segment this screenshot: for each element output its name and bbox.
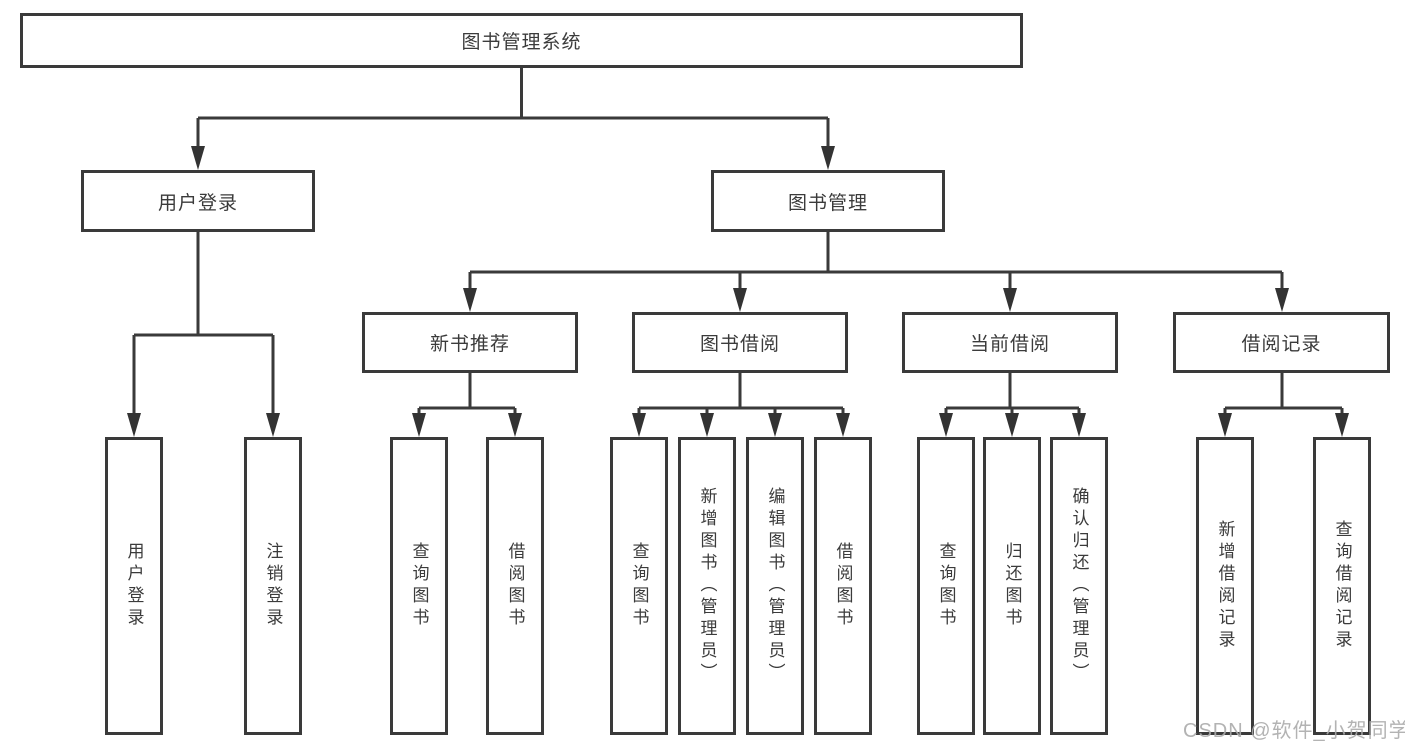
leaf-label: 查询借阅记录	[1332, 520, 1352, 652]
node-new-book-recommend: 新书推荐	[362, 312, 578, 373]
arrowhead-icon	[939, 413, 953, 437]
leaf-label: 新增借阅记录	[1215, 520, 1235, 652]
leaf-label: 借阅图书	[505, 542, 525, 630]
leaf-recommend-borrow-books: 借阅图书	[486, 437, 544, 735]
leaf-logout: 注销登录	[244, 437, 302, 735]
leaf-current-confirm-return-admin: 确认归还（管理员）	[1050, 437, 1108, 735]
arrowhead-icon	[733, 288, 747, 312]
leaf-borrowing-add-books-admin: 新增图书（管理员）	[678, 437, 736, 735]
leaf-label: 注销登录	[263, 542, 283, 630]
node-book-management: 图书管理	[711, 170, 945, 232]
leaf-label: 查询图书	[629, 542, 649, 630]
leaf-label: 查询图书	[409, 542, 429, 630]
arrowhead-icon	[266, 413, 280, 437]
arrowhead-icon	[632, 413, 646, 437]
arrowhead-icon	[1005, 413, 1019, 437]
leaf-label: 确认归还（管理员）	[1069, 487, 1089, 685]
arrowhead-icon	[1218, 413, 1232, 437]
leaf-borrowing-borrow-books: 借阅图书	[814, 437, 872, 735]
leaf-borrowing-edit-books-admin: 编辑图书（管理员）	[746, 437, 804, 735]
arrowhead-icon	[768, 413, 782, 437]
arrowhead-icon	[836, 413, 850, 437]
leaf-borrowing-query-books: 查询图书	[610, 437, 668, 735]
node-borrowing-records: 借阅记录	[1173, 312, 1390, 373]
node-root: 图书管理系统	[20, 13, 1023, 68]
arrowhead-icon	[1003, 288, 1017, 312]
leaf-label: 编辑图书（管理员）	[765, 487, 785, 685]
leaf-label: 用户登录	[124, 542, 144, 630]
arrowhead-icon	[1335, 413, 1349, 437]
leaf-label: 查询图书	[936, 542, 956, 630]
arrowhead-icon	[1072, 413, 1086, 437]
node-book-borrowing: 图书借阅	[632, 312, 848, 373]
leaf-records-add-record: 新增借阅记录	[1196, 437, 1254, 735]
leaf-recommend-query-books: 查询图书	[390, 437, 448, 735]
arrowhead-icon	[127, 413, 141, 437]
arrowhead-icon	[1275, 288, 1289, 312]
arrowhead-icon	[700, 413, 714, 437]
leaf-current-return-books: 归还图书	[983, 437, 1041, 735]
leaf-user-login: 用户登录	[105, 437, 163, 735]
leaf-label: 归还图书	[1002, 542, 1022, 630]
leaf-label: 借阅图书	[833, 542, 853, 630]
arrowhead-icon	[463, 288, 477, 312]
node-user-login: 用户登录	[81, 170, 315, 232]
arrowhead-icon	[412, 413, 426, 437]
arrowhead-icon	[821, 146, 835, 170]
node-current-borrowing: 当前借阅	[902, 312, 1118, 373]
leaf-records-query-record: 查询借阅记录	[1313, 437, 1371, 735]
leaf-label: 新增图书（管理员）	[697, 487, 717, 685]
leaf-current-query-books: 查询图书	[917, 437, 975, 735]
arrowhead-icon	[508, 413, 522, 437]
watermark: CSDN @软件_小贺同学	[1183, 720, 1405, 742]
arrowhead-icon	[191, 146, 205, 170]
